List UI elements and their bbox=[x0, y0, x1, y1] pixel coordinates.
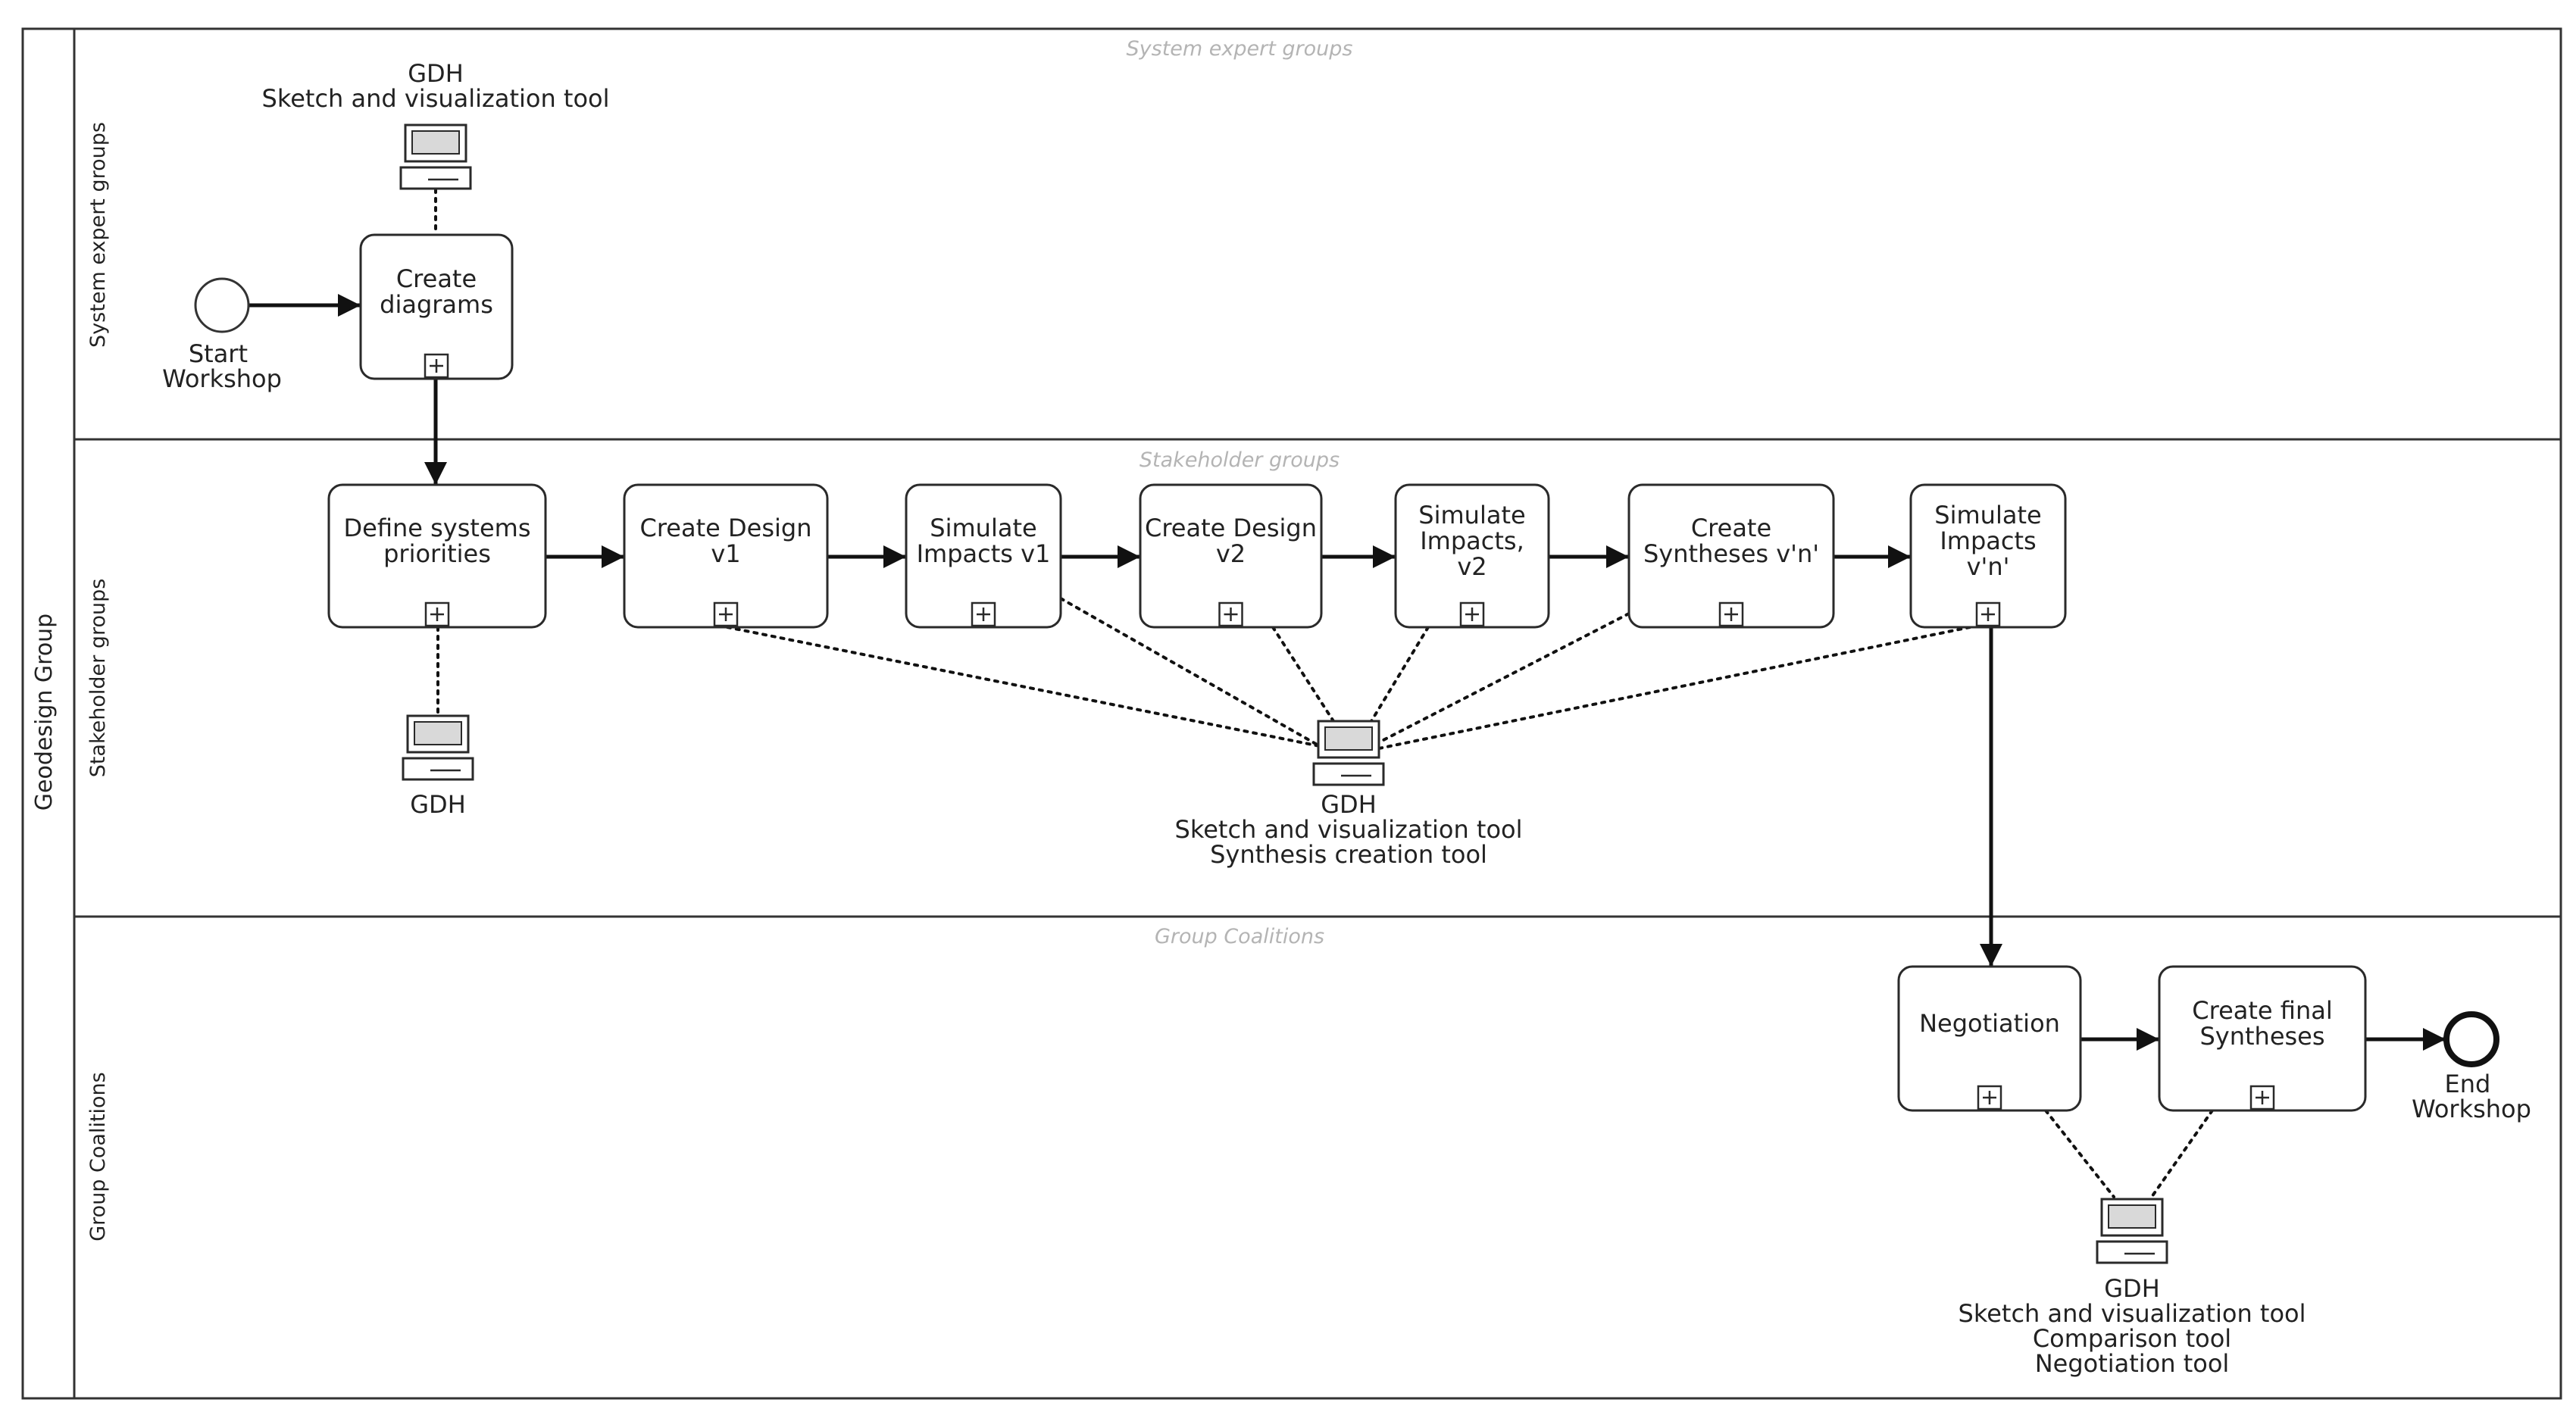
task-box bbox=[359, 233, 514, 380]
task-negotiation[interactable]: Negotiation bbox=[1897, 965, 2082, 1112]
assoc-final bbox=[2150, 1109, 2214, 1198]
subprocess-expand-icon[interactable] bbox=[424, 601, 450, 627]
task-box bbox=[2158, 965, 2367, 1112]
computer-icon bbox=[1312, 720, 1385, 786]
associations bbox=[434, 188, 2214, 1198]
start-event-label: Start Workshop bbox=[162, 339, 282, 393]
pool-label: Geodesign Group bbox=[31, 614, 58, 811]
assoc-syntheses bbox=[1377, 612, 1630, 744]
subprocess-expand-icon[interactable] bbox=[424, 353, 449, 379]
task-box bbox=[623, 483, 829, 629]
pool-frame bbox=[21, 27, 2562, 1400]
computer-icon bbox=[402, 714, 474, 781]
end-event-label: End Workshop bbox=[2412, 1070, 2531, 1123]
subprocess-expand-icon[interactable] bbox=[1218, 601, 1243, 627]
assoc-impacts-v1 bbox=[1059, 597, 1321, 748]
subprocess-expand-icon[interactable] bbox=[713, 601, 739, 627]
start-event[interactable] bbox=[194, 277, 250, 333]
tool-priorities: GDH bbox=[402, 714, 474, 819]
sequence-flows bbox=[249, 294, 2446, 1051]
computer-icon bbox=[399, 123, 472, 190]
subprocess-expand-icon[interactable] bbox=[1459, 601, 1485, 627]
subprocess-expand-icon[interactable] bbox=[1975, 601, 2001, 627]
task-box bbox=[1627, 483, 1835, 629]
end-event[interactable] bbox=[2443, 1011, 2499, 1067]
task-box bbox=[1139, 483, 1323, 629]
task-label: Negotiation bbox=[1919, 1009, 2060, 1038]
lane-title-stakeholders: Stakeholder groups bbox=[1140, 448, 1340, 472]
lane-title-coalitions: Group Coalitions bbox=[1155, 925, 1324, 948]
task-box bbox=[1909, 483, 2067, 629]
assoc-design-v2 bbox=[1271, 626, 1335, 723]
task-box bbox=[905, 483, 1062, 629]
subprocess-expand-icon[interactable] bbox=[1718, 601, 1744, 627]
task-box bbox=[1897, 965, 2082, 1112]
task-box bbox=[1394, 483, 1550, 629]
subprocess-expand-icon[interactable] bbox=[1977, 1085, 2002, 1110]
tool-label: GDH bbox=[410, 790, 466, 819]
assoc-impacts-v2 bbox=[1370, 626, 1430, 723]
lane-label-experts: System expert groups bbox=[86, 122, 110, 348]
computer-icon bbox=[2096, 1198, 2168, 1264]
assoc-negotiation bbox=[2044, 1109, 2115, 1198]
assoc-design-v1 bbox=[726, 626, 1321, 748]
assoc-impacts-vn bbox=[1377, 626, 1971, 750]
lane-title-experts: System expert groups bbox=[1127, 37, 1353, 61]
lane-label-coalitions: Group Coalitions bbox=[86, 1072, 110, 1242]
lane-label-stakeholders: Stakeholder groups bbox=[86, 579, 110, 778]
task-box bbox=[327, 483, 547, 629]
subprocess-expand-icon[interactable] bbox=[971, 601, 996, 627]
subprocess-expand-icon[interactable] bbox=[2249, 1085, 2275, 1110]
